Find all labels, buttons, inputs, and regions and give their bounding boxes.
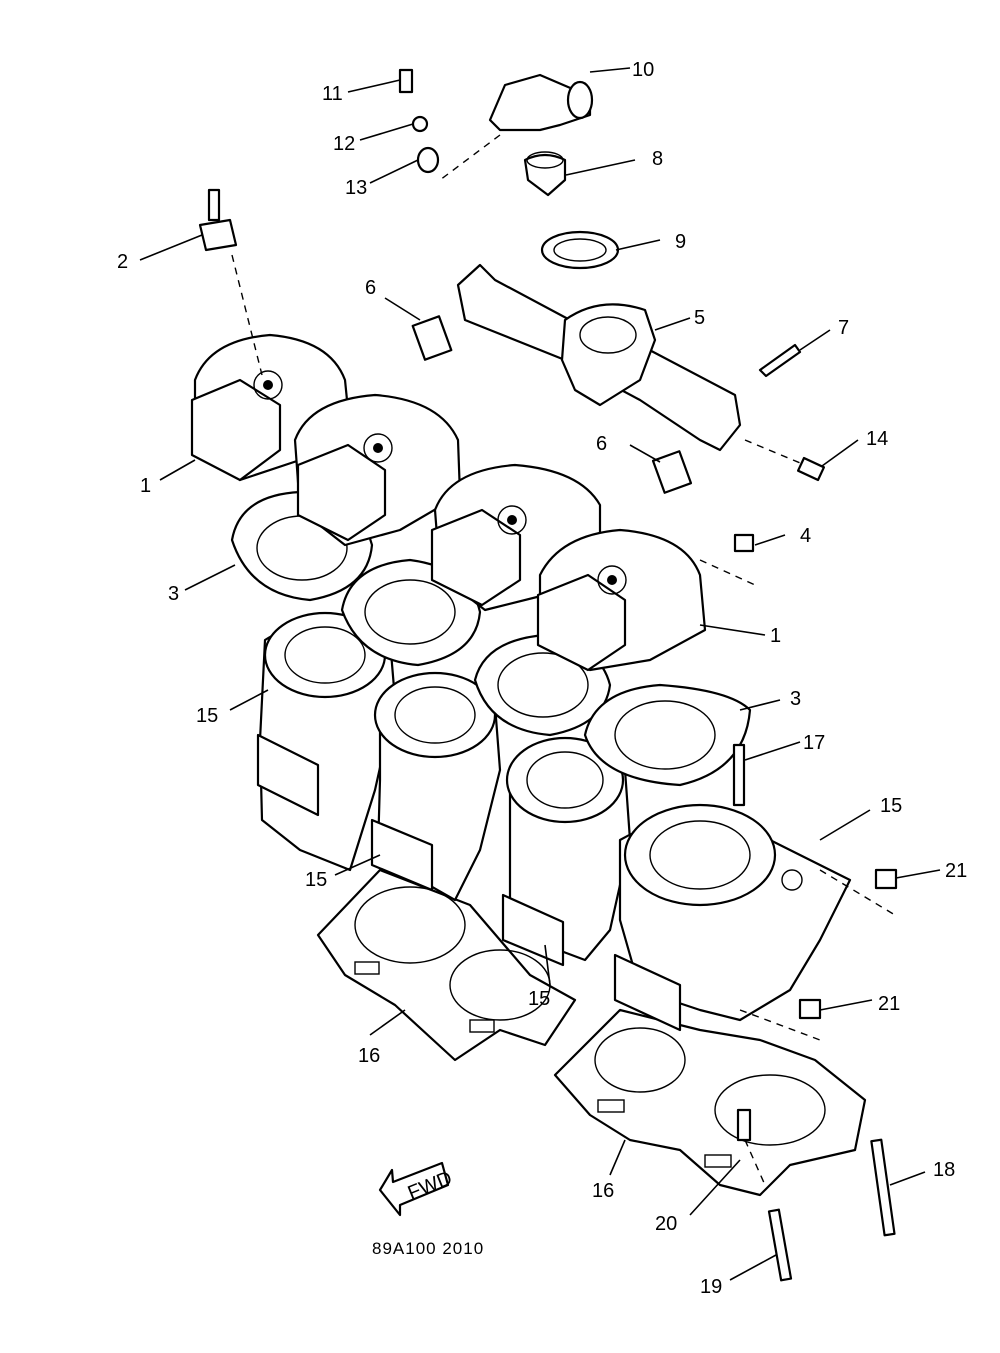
fitting-14 bbox=[796, 456, 826, 482]
callout-12: 12 bbox=[333, 133, 355, 155]
callout-18: 18 bbox=[933, 1159, 955, 1181]
callouts: 1 1 2 3 3 4 5 6 6 7 8 9 10 11 12 13 14 1… bbox=[117, 59, 967, 1298]
callout-8: 8 bbox=[652, 148, 663, 170]
callout-6: 6 bbox=[596, 433, 607, 455]
callout-20: 20 bbox=[655, 1213, 677, 1235]
cylinder-2 bbox=[370, 671, 502, 902]
head-gasket-4 bbox=[583, 683, 752, 787]
callout-7: 7 bbox=[838, 317, 849, 339]
callout-21: 21 bbox=[878, 993, 900, 1015]
thermostat-seal bbox=[540, 230, 620, 270]
plug-4 bbox=[733, 533, 755, 553]
callout-1: 1 bbox=[770, 625, 781, 647]
stud-19 bbox=[767, 1208, 793, 1282]
collar-13 bbox=[416, 146, 440, 174]
callout-2: 2 bbox=[117, 251, 128, 273]
plug-21-upper bbox=[874, 868, 898, 890]
callout-5: 5 bbox=[694, 307, 705, 329]
callout-16: 16 bbox=[592, 1180, 614, 1202]
fitting-20 bbox=[736, 1108, 752, 1142]
callout-6: 6 bbox=[365, 277, 376, 299]
callout-15: 15 bbox=[305, 869, 327, 891]
callout-15: 15 bbox=[196, 705, 218, 727]
cylinder-4 bbox=[613, 803, 852, 1032]
thermostat bbox=[523, 151, 567, 197]
stud-18 bbox=[870, 1138, 896, 1237]
thermostat-cover bbox=[488, 73, 594, 132]
callout-11: 11 bbox=[322, 83, 343, 105]
leader-lines bbox=[139, 67, 941, 1281]
water-manifold bbox=[456, 263, 742, 452]
callout-19: 19 bbox=[700, 1276, 722, 1298]
stud-17 bbox=[732, 743, 746, 807]
gasket-6-upper bbox=[411, 315, 453, 361]
cylinder-head-4 bbox=[536, 528, 707, 672]
callout-4: 4 bbox=[800, 525, 811, 547]
cylinder-3 bbox=[501, 736, 632, 967]
assembly-lines bbox=[231, 134, 896, 1186]
figure-code: 89A100 2010 bbox=[372, 1239, 484, 1258]
callout-3: 3 bbox=[168, 583, 179, 605]
callout-14: 14 bbox=[866, 428, 888, 450]
gasket-6-lower bbox=[651, 450, 693, 494]
callout-13: 13 bbox=[345, 177, 367, 199]
base-gasket-left bbox=[316, 868, 577, 1062]
bolt-7 bbox=[758, 343, 802, 378]
temperature-sender bbox=[198, 188, 238, 252]
callout-16: 16 bbox=[358, 1045, 380, 1067]
callout-21: 21 bbox=[945, 860, 967, 882]
washer-12 bbox=[411, 115, 429, 133]
callout-3: 3 bbox=[790, 688, 801, 710]
callout-15: 15 bbox=[528, 988, 550, 1010]
callout-1: 1 bbox=[140, 475, 151, 497]
callout-9: 9 bbox=[675, 231, 686, 253]
bolt-11 bbox=[398, 68, 414, 94]
base-gasket-right bbox=[553, 1008, 867, 1197]
cylinder-head-2 bbox=[293, 393, 462, 547]
plug-21-lower bbox=[798, 998, 822, 1020]
callout-17: 17 bbox=[803, 732, 825, 754]
callout-15: 15 bbox=[880, 795, 902, 817]
callout-10: 10 bbox=[632, 59, 654, 81]
fwd-arrow-icon: FWD bbox=[378, 1161, 455, 1217]
